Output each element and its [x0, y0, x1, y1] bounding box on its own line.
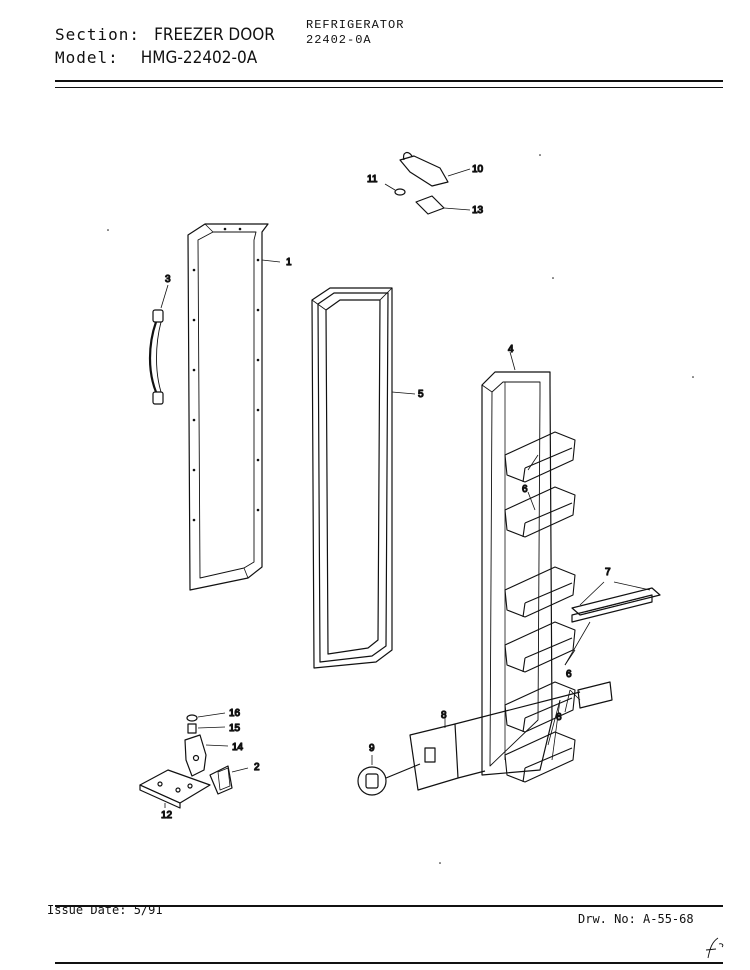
header-rule-bottom	[55, 87, 723, 88]
callout-5: 5	[418, 389, 424, 400]
callout-1: 1	[286, 257, 292, 268]
drawing-number: Drw. No: A-55-68	[578, 912, 694, 926]
footer-rule-top	[55, 905, 723, 907]
header-rule-top	[55, 80, 723, 82]
callout-4: 4	[508, 344, 514, 355]
callout-2: 2	[254, 762, 260, 773]
callout-8: 8	[441, 710, 447, 721]
callout-7: 7	[605, 567, 611, 578]
scan-specks	[107, 154, 694, 864]
callout-14: 14	[232, 742, 244, 753]
footer-rule-bottom	[55, 962, 723, 964]
callout-6-lower: 6	[556, 712, 562, 723]
section-line: Section: FREEZER DOOR	[55, 25, 275, 45]
model-label: Model:	[55, 48, 119, 67]
callout-3: 3	[165, 274, 171, 285]
callout-15: 15	[229, 723, 241, 734]
bottom-hinge-part	[139, 712, 249, 809]
fitting-part	[357, 755, 421, 796]
callout-12: 12	[161, 810, 173, 821]
section-value: FREEZER DOOR	[154, 25, 275, 45]
product-number: 22402-0A	[306, 33, 372, 47]
callout-13: 13	[472, 205, 484, 216]
model-value: HMG-22402-0A	[140, 48, 258, 68]
product-type: REFRIGERATOR	[306, 18, 405, 32]
callout-6-middle: 6	[566, 669, 572, 680]
shelf-bar-part	[571, 581, 661, 623]
door-liner-part	[481, 351, 576, 783]
issue-date: Issue Date: 5/91	[47, 903, 163, 917]
rail-part	[409, 681, 613, 791]
top-hinge-part	[384, 151, 471, 215]
callout-6-upper: 6	[522, 484, 528, 495]
handwritten-mark	[705, 937, 724, 959]
callout-16: 16	[229, 708, 241, 719]
door-handle-part	[148, 284, 169, 405]
door-gasket-part	[311, 287, 416, 669]
callout-9: 9	[369, 743, 375, 754]
door-panel-part	[187, 223, 281, 591]
shelf-leaders	[527, 454, 591, 761]
section-label: Section:	[55, 25, 141, 44]
callout-11: 11	[367, 174, 378, 185]
callout-10: 10	[472, 164, 484, 175]
model-line: Model: HMG-22402-0A	[55, 48, 257, 68]
